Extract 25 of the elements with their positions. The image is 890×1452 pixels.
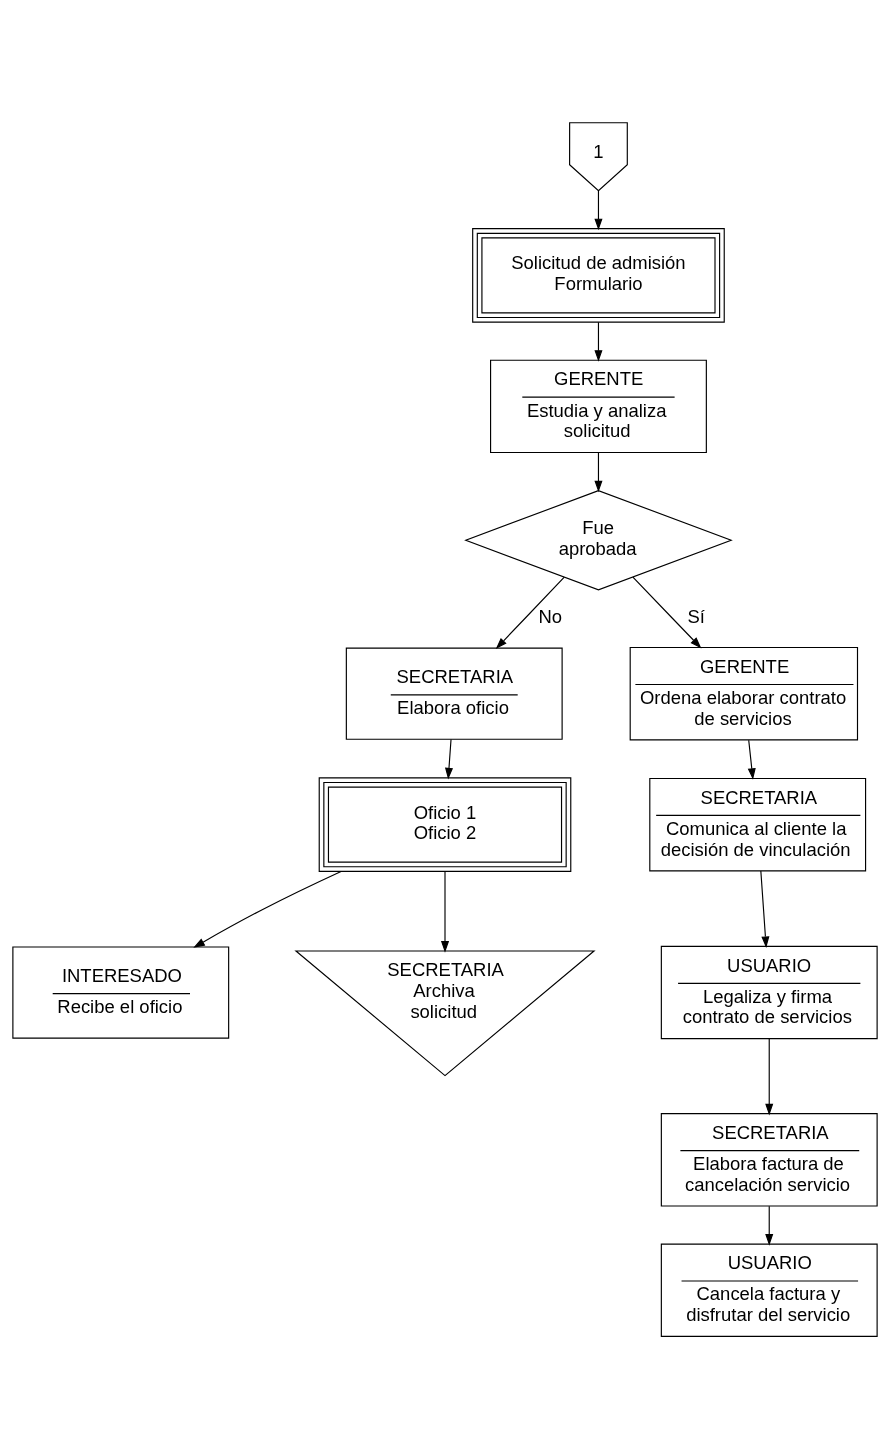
node-box: SECRETARIA Elabora oficio <box>345 647 563 740</box>
arrow <box>594 190 603 231</box>
node-box: USUARIO Cancela factura y disfrutar del servicio <box>660 1243 878 1337</box>
node-box: SECRETARIA Comunica al cliente la decisión de vinculación <box>649 777 867 872</box>
node-box: Oficio 1 Oficio 2 <box>318 777 572 872</box>
node-box: SECRETARIA Elabora factura de cancelación servicio <box>660 1113 878 1207</box>
node-box: GERENTE Ordena elaborar contrato de servicios <box>629 646 859 741</box>
node-box: GERENTE Estudia y analiza solicitud <box>490 359 707 454</box>
arrow <box>632 576 702 649</box>
arrow <box>594 321 603 362</box>
edge-label: Sí <box>687 606 705 628</box>
arrow <box>760 870 770 948</box>
arrow <box>594 452 603 493</box>
arrow <box>193 870 342 948</box>
arrow <box>440 870 450 953</box>
edge-label: No <box>538 606 563 628</box>
arrow <box>495 576 565 650</box>
node-box: Solicitud de admisión Formulario <box>472 228 725 323</box>
arrow <box>747 739 756 780</box>
arrow <box>765 1038 774 1116</box>
arrow <box>444 738 454 780</box>
node-box: INTERESADO Recibe el oficio <box>12 946 230 1039</box>
node-diamond: Fue aprobada <box>464 490 733 591</box>
arrow <box>765 1205 774 1246</box>
node-box: USUARIO Legaliza y firma contrato de servicios <box>660 945 878 1040</box>
